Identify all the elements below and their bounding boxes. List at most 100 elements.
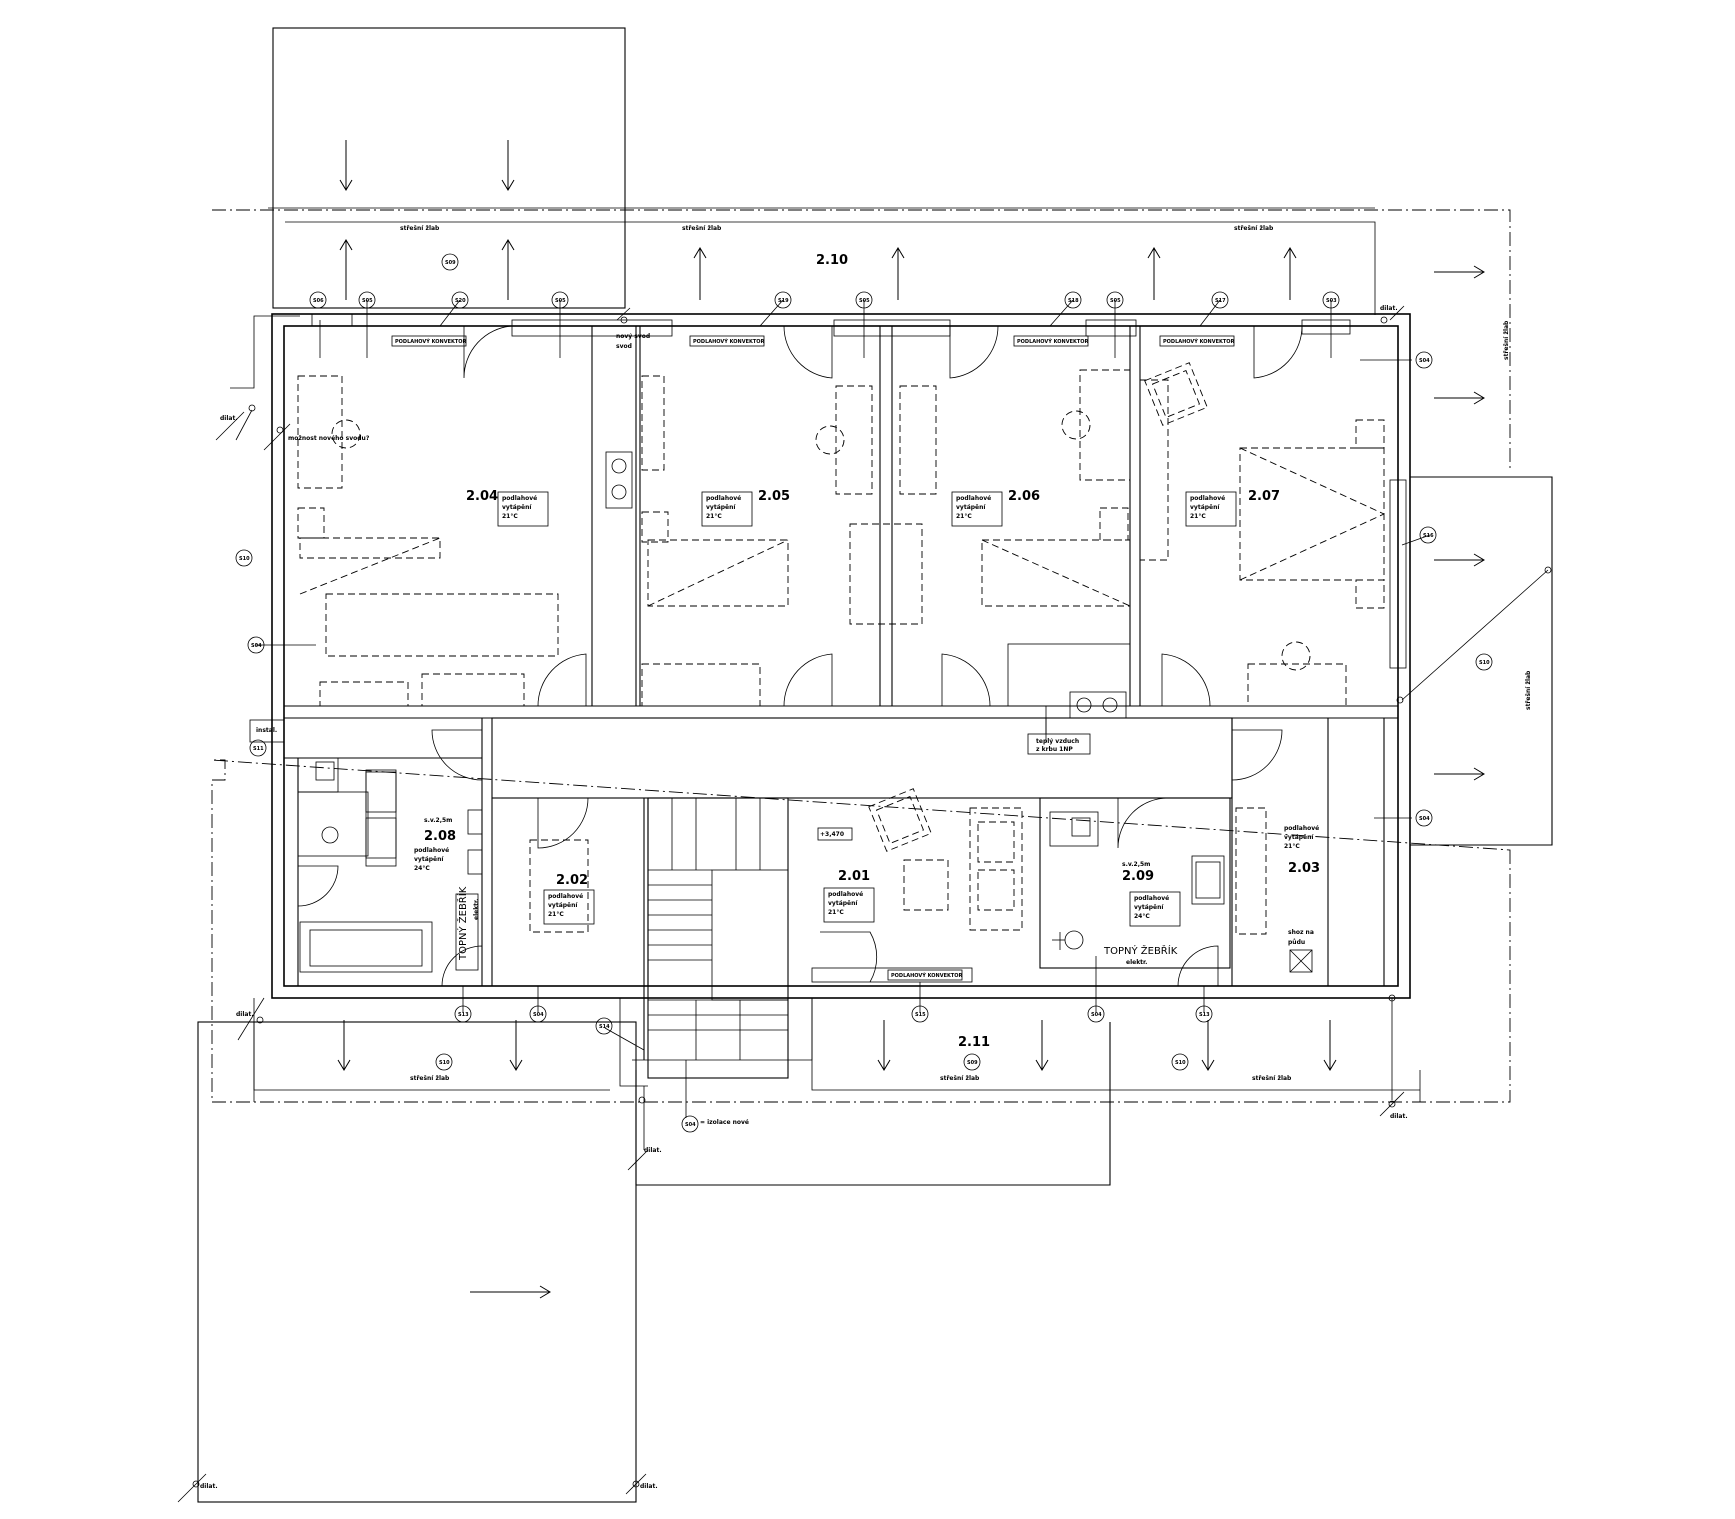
heating-temp: 21°C [548,911,564,918]
heating-temp: 21°C [1190,513,1206,520]
heating-label: vytápění [828,900,858,907]
svg-text:S09: S09 [967,1060,978,1066]
room-number-2-01: 2.01 [838,869,870,884]
svg-text:S05: S05 [1110,298,1121,304]
dilatation-label: dilat. [220,415,238,422]
svg-text:S15: S15 [915,1012,926,1018]
gutter-label: střešní žlab [940,1075,980,1082]
roof-arrows [337,140,1485,1299]
gutter-label: střešní žlab [1252,1075,1292,1082]
installation-label: instal. [256,727,277,734]
heating-label: vytápění [1190,504,1220,511]
gutter-label: střešní žlab [1525,670,1532,710]
dilatation-label: dilat. [644,1147,662,1154]
convector-label: PODLAHOVÝ KONVEKTOR [1017,338,1089,345]
heating-label: vytápění [706,504,736,511]
room-number-2-11: 2.11 [958,1035,990,1050]
tag-bubble: S18 [1064,291,1082,309]
svg-text:S05: S05 [362,298,373,304]
tag-bubble: S09 [963,1053,981,1071]
gutter-label: střešní žlab [1234,225,1274,232]
svg-text:S10: S10 [239,556,250,562]
svg-text:S19: S19 [778,298,789,304]
height-label: s.v.2,5m [424,817,452,824]
heating-boxes: podlahové vytápění 21°C podlahové vytápě… [414,491,1319,927]
heating-label: podlahové [1190,495,1225,502]
insulation-label: = izolace nové [700,1119,749,1126]
room-number-2-04: 2.04 [466,489,498,504]
towel-rail-label: TOPNÝ ŽEBŘÍK [1103,944,1178,957]
dilatation-label: dilat. [640,1483,658,1490]
svg-text:S10: S10 [439,1060,450,1066]
room-number-2-07: 2.07 [1248,489,1280,504]
svg-text:S13: S13 [1199,1012,1210,1018]
heating-temp: 21°C [706,513,722,520]
tag-bubble: S13 [454,1005,472,1023]
tag-bubble: S05 [1106,291,1124,309]
heating-label: vytápění [502,504,532,511]
svg-text:S09: S09 [445,260,456,266]
tag-bubble: S16 [1419,526,1437,544]
level-label: +3,470 [820,831,844,838]
room-number-2-02: 2.02 [556,873,588,888]
heating-label: podlahové [548,893,583,900]
tag-bubble: S04 [247,636,265,654]
room-number-2-10: 2.10 [816,253,848,268]
room-numbers: 2.10 2.04 2.05 2.06 2.07 2.08 2.02 2.01 … [424,253,1320,1050]
heating-temp: 21°C [502,513,518,520]
new-downpipe-label: nový svod [616,333,650,340]
possible-downpipe-label: možnost nového svodu? [288,435,370,442]
svg-text:S03: S03 [1326,298,1337,304]
dilatation-label: dilat. [236,1011,254,1018]
tag-bubble: S19 [774,291,792,309]
electric-label: elektr. [1126,959,1147,966]
heating-label: vytápění [1284,834,1314,841]
tag-bubble: S05 [551,291,569,309]
tag-bubble: S03 [1322,291,1340,309]
convector-labels: PODLAHOVÝ KONVEKTOR PODLAHOVÝ KONVEKTOR … [391,335,1235,981]
gutter-label: střešní žlab [1503,320,1510,360]
svg-text:S04: S04 [533,1012,544,1018]
heating-label: podlahové [1284,825,1319,832]
svg-text:S17: S17 [1215,298,1226,304]
heating-label: vytápění [548,902,578,909]
tag-bubble: S04 [1087,1005,1105,1023]
attic-label: shoz na [1288,929,1314,936]
heating-label: vytápění [1134,904,1164,911]
electric-label: elektr. [473,899,480,920]
tag-bubble: S10 [235,549,253,567]
heating-label: podlahové [414,847,449,854]
tag-bubble: S10 [1171,1053,1189,1071]
tag-bubble: S15 [911,1005,929,1023]
svg-text:S04: S04 [251,643,262,649]
heating-label: podlahové [956,495,991,502]
heating-label: vytápění [414,856,444,863]
tag-bubble: S04 [529,1005,547,1023]
room-number-2-09: 2.09 [1122,869,1154,884]
convector-label: PODLAHOVÝ KONVEKTOR [1163,338,1235,345]
svg-text:S05: S05 [555,298,566,304]
tag-bubble: S17 [1211,291,1229,309]
tag-bubble: S10 [435,1053,453,1071]
furniture [297,362,1385,973]
leader-lines [177,299,1552,1503]
tag-bubble: S14 [595,1017,613,1035]
svg-text:S05: S05 [859,298,870,304]
tag-bubble: S10 [1475,653,1493,671]
circled-tags: S06 S05 S20 S05 S19 S05 S18 S05 S17 S03 … [235,253,1493,1133]
tag-bubble: S20 [451,291,469,309]
svg-text:S10: S10 [1479,660,1490,666]
heating-label: podlahové [828,891,863,898]
svg-text:S04: S04 [1419,816,1430,822]
tag-bubble: S11 [249,739,267,757]
warm-air-label: teplý vzduch [1036,738,1079,745]
gutter-label: střešní žlab [682,225,722,232]
convector-label: PODLAHOVÝ KONVEKTOR [891,972,963,979]
svg-text:S11: S11 [253,746,264,752]
heating-label: vytápění [956,504,986,511]
svg-text:S14: S14 [599,1024,610,1030]
svg-text:S10: S10 [1175,1060,1186,1066]
dilatation-label: dilat. [1390,1113,1408,1120]
svg-text:S18: S18 [1068,298,1079,304]
attic-label: půdu [1288,939,1305,946]
